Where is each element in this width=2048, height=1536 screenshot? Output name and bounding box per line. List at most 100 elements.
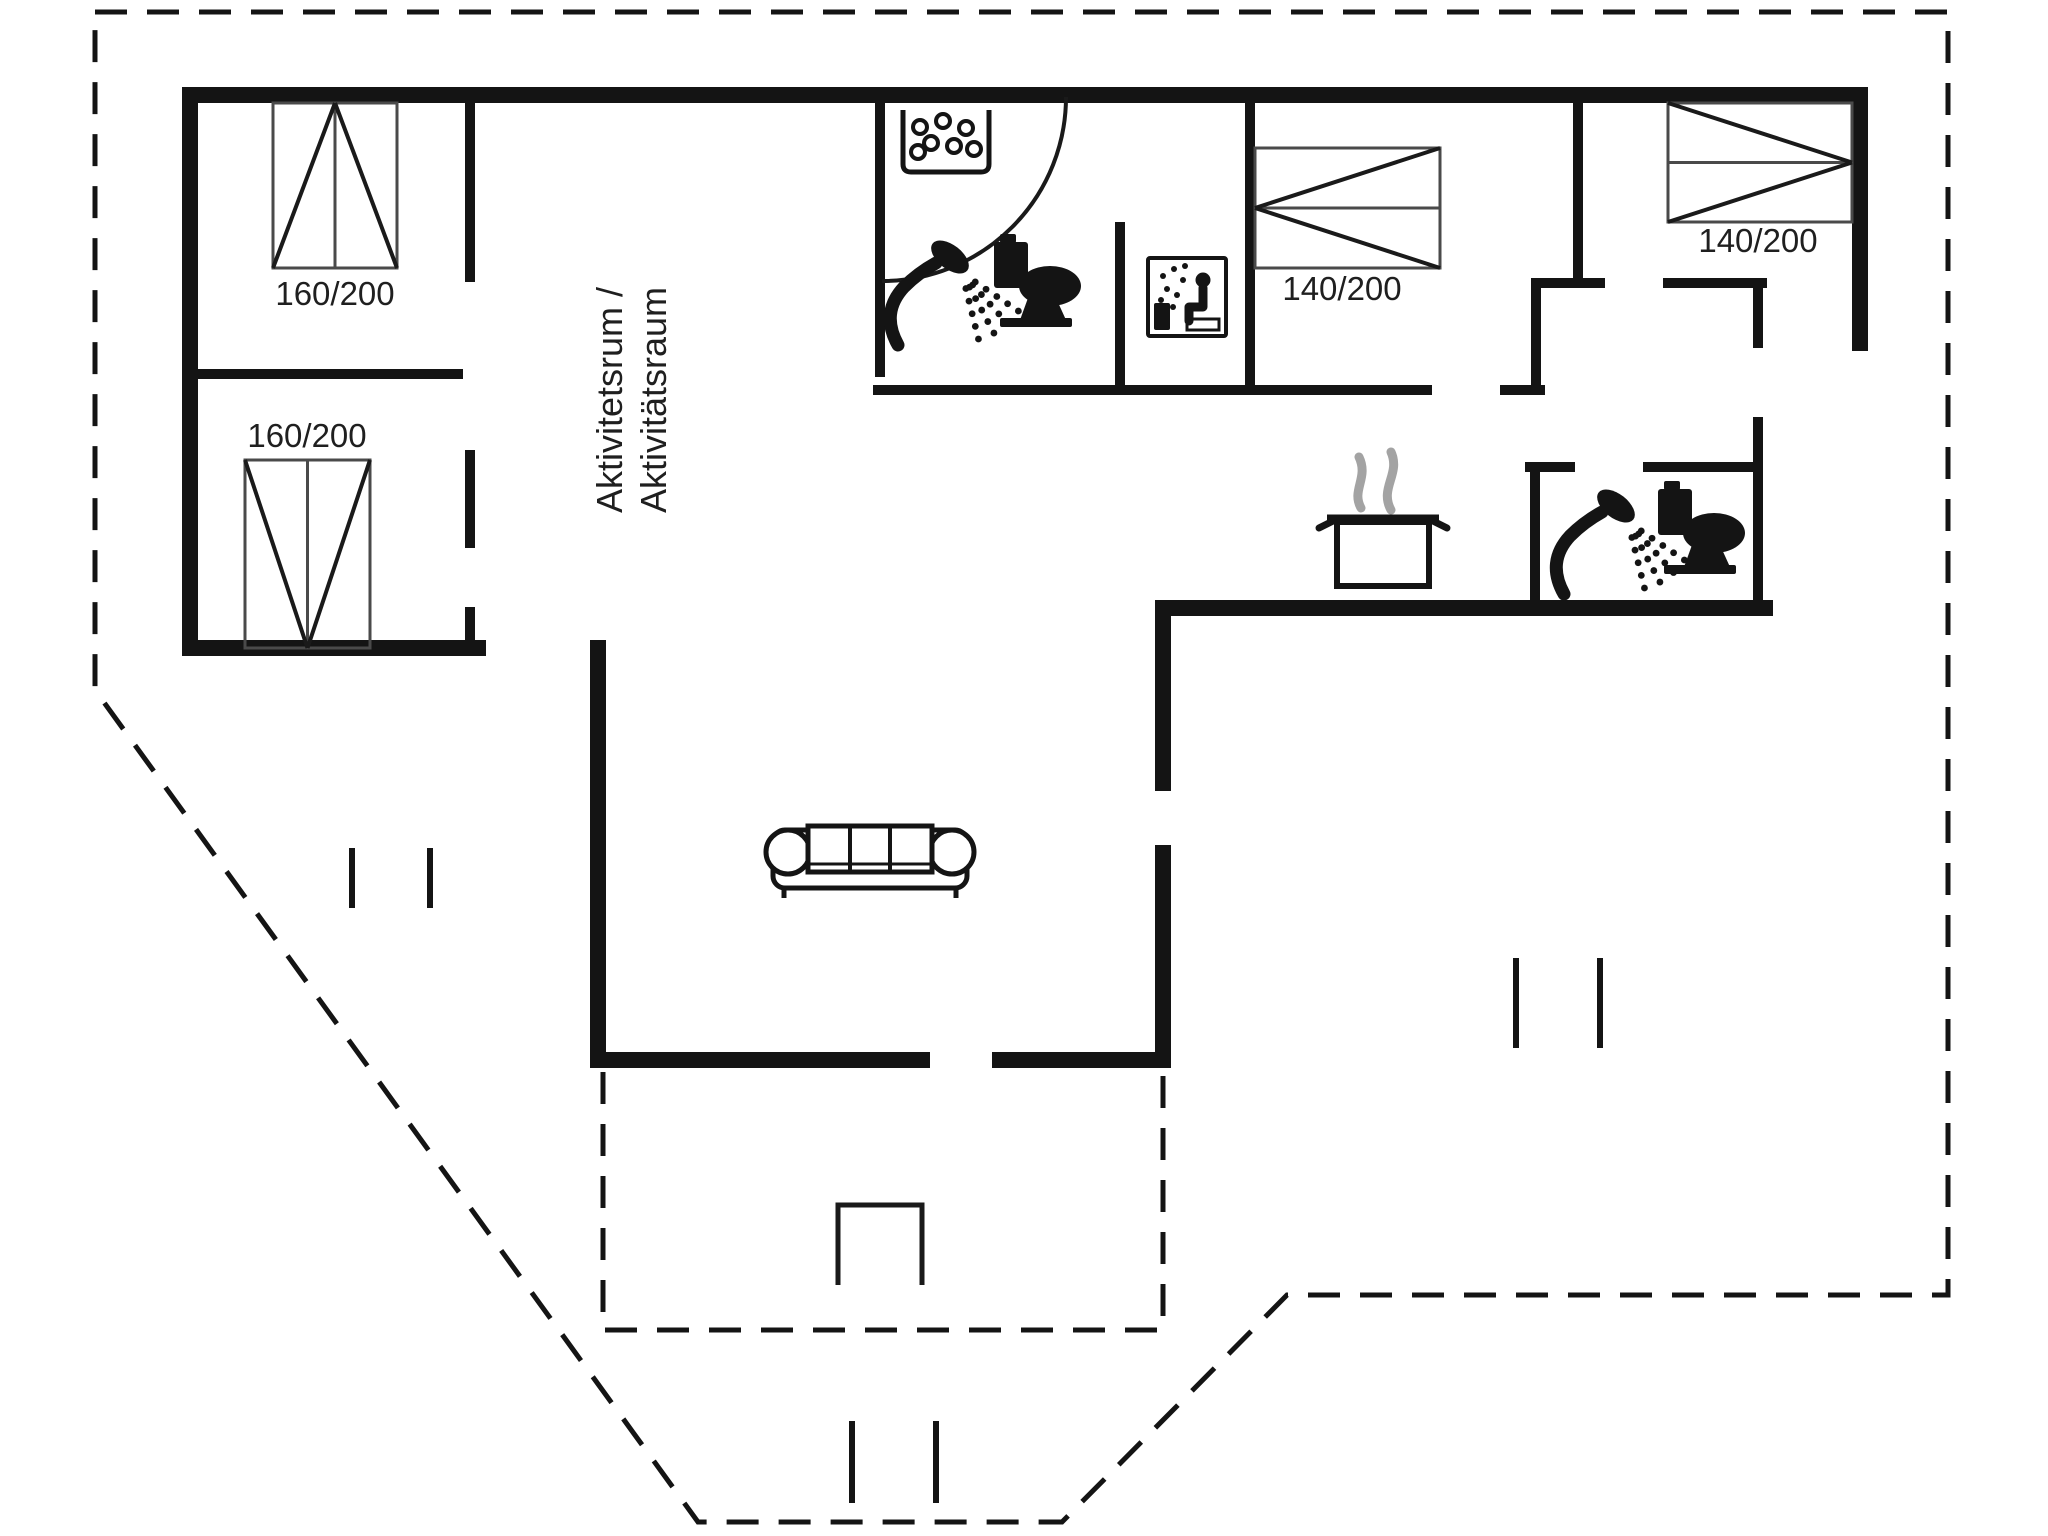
whirlpool-bubble: [909, 143, 927, 161]
sauna-steam-dot: [1180, 277, 1186, 283]
toilet-button: [1000, 234, 1016, 243]
toilet-button: [1664, 481, 1680, 490]
shower-head: [931, 240, 969, 274]
shower-spray-dot: [978, 291, 985, 298]
terrace-boundary-dashed: [92, 9, 1951, 1525]
shower-spray-dot: [1004, 300, 1011, 308]
steam-wisp: [1382, 447, 1399, 515]
bed-size-label: 160/200: [247, 417, 366, 454]
shower-spray-dot: [1628, 534, 1636, 541]
shower-spray-dot: [1637, 571, 1645, 579]
shower-spray-dot: [1652, 549, 1660, 557]
shower-spray-dot: [1670, 549, 1677, 557]
pot-handle: [1315, 517, 1337, 532]
toilet-tank: [994, 242, 1028, 288]
shower-spray-dot: [1650, 567, 1658, 574]
sauna-icon: [1146, 256, 1228, 338]
bed-size-label: 140/200: [1698, 222, 1817, 259]
bed-diagonal: [333, 102, 399, 269]
shower-spray-dot: [1644, 555, 1652, 563]
whirlpool-bubble: [965, 140, 983, 158]
bed-diagonal: [1254, 206, 1441, 270]
whirlpool-bubble: [945, 137, 963, 155]
toilet-base: [1000, 318, 1072, 327]
shower-spray-dot: [993, 293, 1001, 300]
bed-diagonal: [243, 459, 310, 649]
bed: 160/200: [243, 417, 372, 650]
bed: 160/200: [271, 101, 399, 312]
sauna-steam-dot: [1170, 304, 1176, 310]
shower-spray-dot: [1638, 544, 1646, 552]
bed: 140/200: [1253, 146, 1442, 307]
bed-size-label: 140/200: [1282, 270, 1401, 307]
sauna-bench: [1185, 317, 1221, 332]
whirlpool-tub-icon: [900, 110, 992, 175]
whirlpool-bubble: [922, 134, 940, 152]
bed-diagonal: [271, 102, 337, 269]
toilet-icon: [1658, 481, 1745, 574]
sauna-stove: [1154, 303, 1170, 330]
shower-hose: [883, 256, 943, 352]
sauna-person-body: [1184, 283, 1208, 326]
terrace-dashed: [600, 1072, 1166, 1333]
toilet-pedestal: [1684, 545, 1730, 567]
shower-spray-dot: [972, 295, 980, 303]
whirlpool-bubble: [957, 119, 975, 137]
sauna-steam-dot: [1174, 292, 1180, 298]
sofa-icon: [763, 823, 977, 898]
bed-diagonal: [305, 459, 372, 649]
table-outline: [835, 1202, 925, 1285]
sauna-steam-dot: [1158, 297, 1164, 303]
toilet-tank: [1658, 489, 1692, 535]
toilet-base: [1664, 565, 1736, 574]
toilet-bowl: [1683, 513, 1745, 553]
bed-diagonal: [1667, 101, 1853, 165]
table-outline-path: [835, 1202, 925, 1285]
shower-spray-dot: [1648, 534, 1656, 542]
shower-hose: [1549, 505, 1609, 601]
shower-spray-dot: [1641, 584, 1648, 592]
bed-diagonal: [1667, 160, 1853, 224]
shower-spray-dot: [975, 335, 982, 343]
shower-icon: [1549, 489, 1688, 601]
sofa-armrest: [763, 827, 813, 877]
shower-spray-dot: [982, 285, 990, 293]
shower-spray-dot: [1631, 546, 1639, 554]
toilet-icon: [994, 234, 1081, 327]
sauna-person-head: [1195, 272, 1211, 288]
shower-spray-dot: [965, 297, 973, 305]
shower-spray-dot: [962, 285, 970, 292]
whirlpool-bubble: [911, 118, 929, 136]
bed: 140/200: [1666, 101, 1854, 259]
bed-size-label: 160/200: [275, 275, 394, 312]
shower-spray-dot: [971, 322, 979, 330]
whirlpool-bubble: [934, 112, 952, 130]
pot-handle: [1429, 517, 1451, 532]
shower-spray-dot: [1656, 578, 1664, 586]
sofa-armrest: [927, 827, 977, 877]
sauna-steam-dot: [1164, 286, 1170, 292]
shower-spray-dot: [984, 318, 992, 325]
sauna-steam-dot: [1182, 263, 1188, 269]
shower-spray-dot: [1634, 559, 1642, 567]
shower-spray-dot: [990, 329, 998, 337]
shower-spray-dot: [1644, 540, 1651, 547]
shower-spray-dot: [978, 306, 986, 314]
shower-head: [1597, 489, 1635, 523]
pot-body: [1334, 519, 1432, 589]
sauna-steam-dot: [1160, 273, 1166, 279]
shower-spray-dot: [968, 310, 976, 318]
steam-wisp: [1353, 452, 1367, 513]
shower-spray-dot: [1659, 542, 1667, 549]
toilet-pedestal: [1020, 298, 1066, 320]
toilet-bowl: [1019, 266, 1081, 306]
shower-spray-dot: [986, 300, 994, 308]
bed-diagonal: [1254, 146, 1441, 210]
shower-spray-dot: [1661, 559, 1669, 567]
room-label-activity-line1: Aktivitetsrum /: [589, 287, 630, 513]
cooking-pot-icon: [1315, 447, 1451, 589]
sauna-steam-dot: [1171, 266, 1177, 272]
shower-spray-dot: [995, 310, 1003, 318]
